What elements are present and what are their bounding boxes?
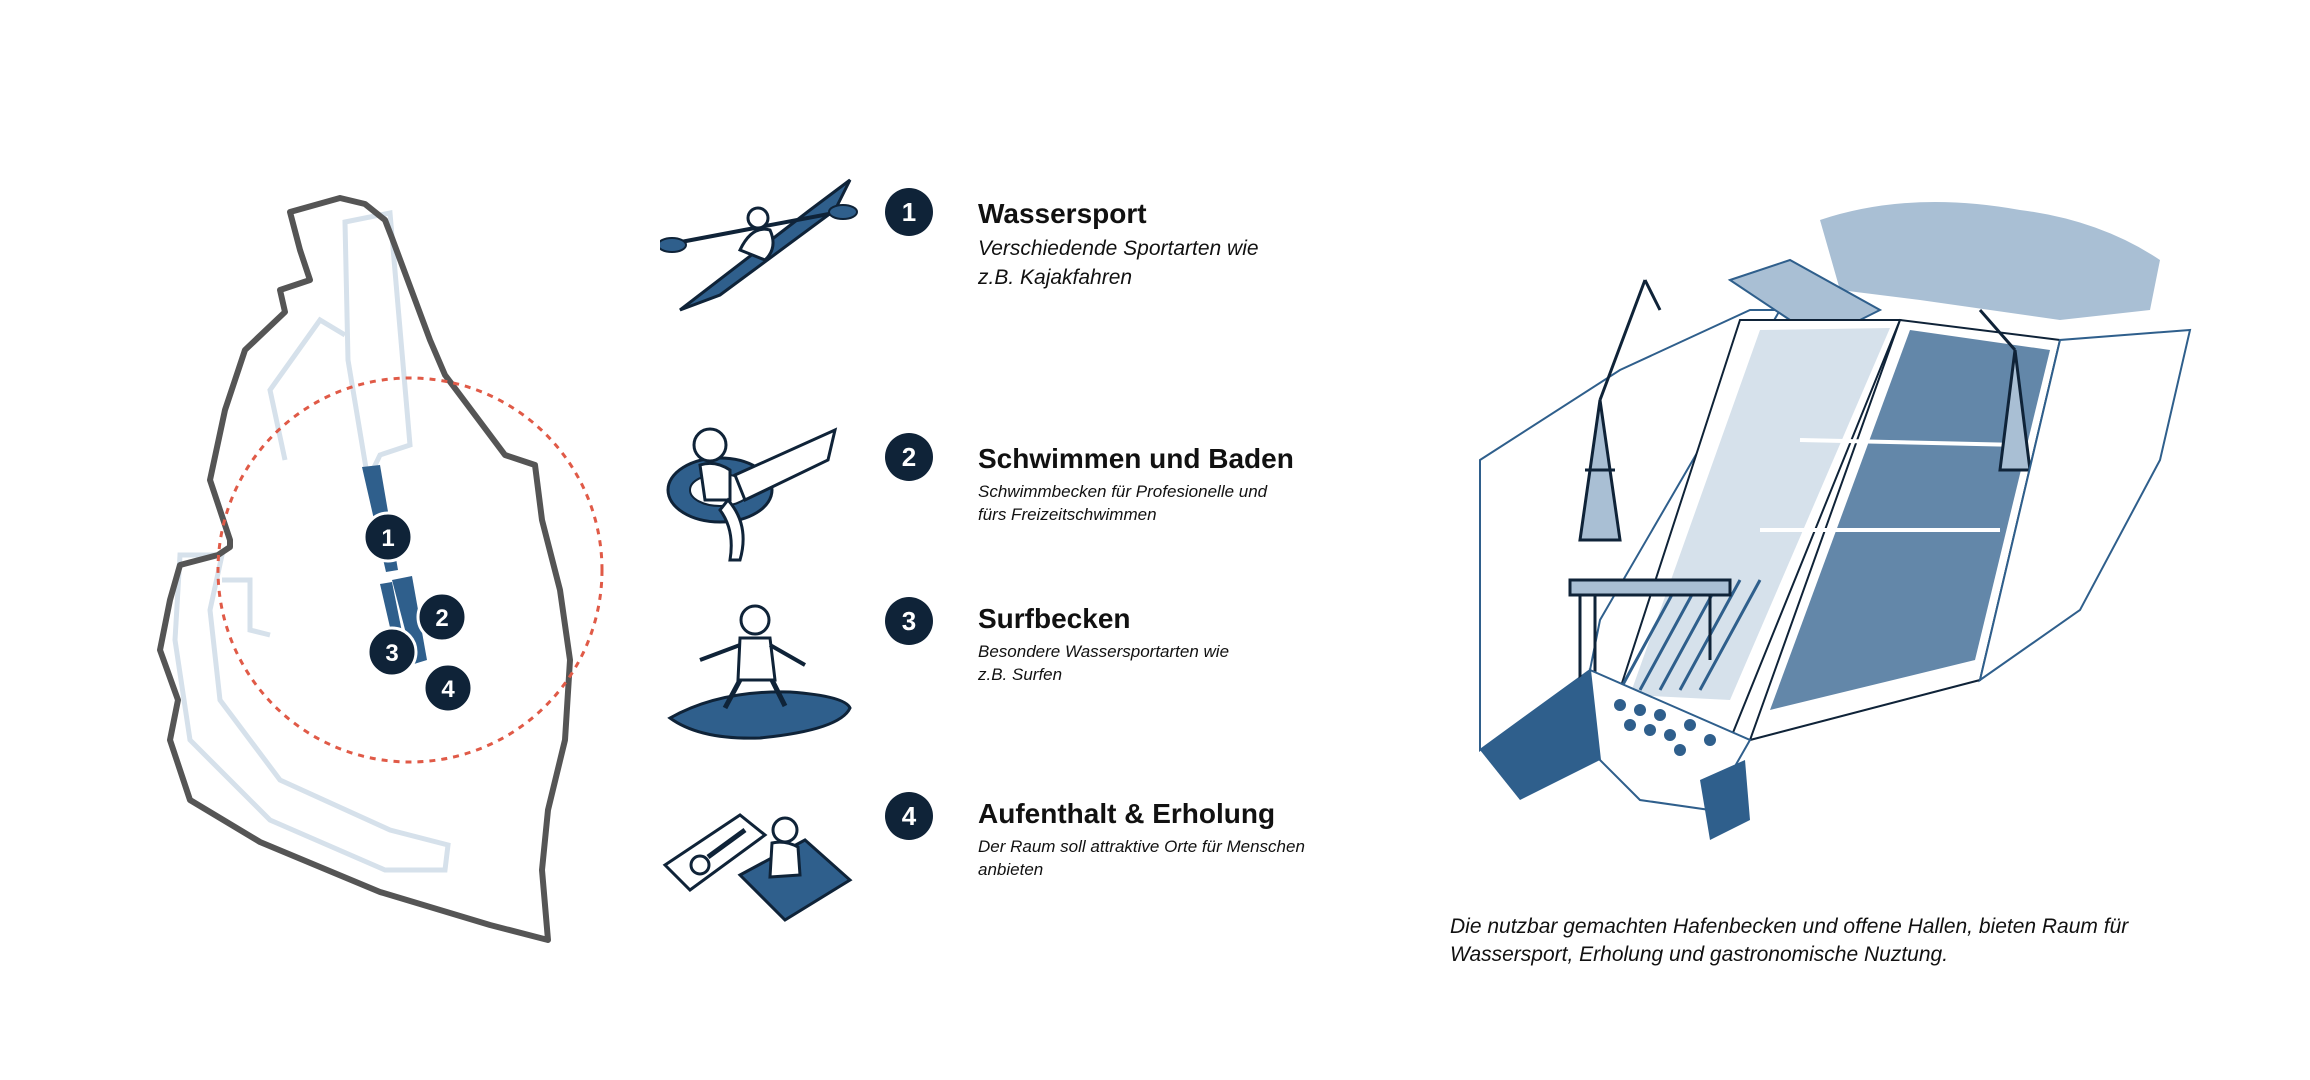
- map-marker-2: 2: [416, 591, 468, 643]
- basin-strip-2: [392, 576, 427, 664]
- legend-item-swimming: 2 Schwimmen und Baden Schwimmbecken für …: [660, 415, 1420, 585]
- harbour-drawing: [1479, 202, 2192, 840]
- right-crane: [1978, 309, 2032, 472]
- legend-title: Aufenthalt & Erholung: [978, 798, 1276, 829]
- site-boundary: [157, 195, 573, 943]
- site-map: 1 2 3 4: [130, 180, 610, 960]
- legend-title: Schwimmen und Baden: [978, 443, 1294, 474]
- relaxing-people-icon: [660, 795, 860, 945]
- basin-right: [1770, 330, 2050, 710]
- stairs-section: [1700, 760, 1750, 840]
- legend-item-recreation: 4 Aufenthalt & Erholung Der Raum soll at…: [660, 792, 1420, 965]
- swimmer-icon: [660, 415, 860, 565]
- legend-item-water-sports: 1 Wassersport Verschiedende Sportarten w…: [657, 170, 1420, 340]
- harbour-axonometric-illustration: [1460, 200, 2220, 880]
- site-plan-drawing: 1 2 3 4: [157, 195, 604, 943]
- foreground-section: [1480, 670, 1600, 800]
- legend-description: Schwimmbecken für Profesionelle und fürs…: [978, 482, 1268, 524]
- legend-number-badge: 1: [885, 188, 933, 236]
- harbour-crane: [1578, 279, 1662, 542]
- bridge-crane: [1568, 578, 1732, 680]
- focus-area-circle: [216, 376, 604, 764]
- legend-number-badge: 3: [885, 597, 933, 645]
- svg-text:2: 2: [435, 605, 448, 632]
- legend-description: Besondere Wassersportarten wie z.B. Surf…: [978, 642, 1230, 684]
- legend-title: Surfbecken: [978, 603, 1131, 634]
- harbour-water: [1820, 202, 2160, 320]
- inner-building-outline: [342, 210, 413, 489]
- activity-legend: 1 Wassersport Verschiedende Sportarten w…: [657, 170, 1420, 950]
- inner-quay-outline: [267, 316, 347, 461]
- legend-number-badge: 2: [885, 433, 933, 481]
- kayak-icon: [657, 170, 860, 320]
- svg-text:4: 4: [441, 676, 455, 703]
- basin-strip-3: [380, 582, 402, 636]
- map-marker-3: 3: [366, 626, 418, 678]
- surfer-icon: [660, 600, 860, 750]
- svg-text:1: 1: [381, 525, 394, 552]
- legend-title: Wassersport: [978, 198, 1147, 229]
- legend-item-surf-pool: 3 Surfbecken Besondere Wassersportarten …: [660, 597, 1420, 770]
- basin-left: [1630, 328, 1890, 700]
- svg-text:3: 3: [385, 640, 398, 667]
- plaza-trees: [1614, 699, 1716, 756]
- inner-harbour-step: [222, 577, 271, 638]
- legend-number-badge: 4: [885, 792, 933, 840]
- map-marker-4: 4: [422, 662, 474, 714]
- legend-description: Verschiedende Sportarten wie z.B. Kajakf…: [978, 237, 1259, 289]
- right-ground: [1978, 328, 2192, 683]
- illustration-caption: Die nutzbar gemachten Hafenbecken und of…: [1450, 915, 2129, 966]
- legend-description: Der Raum soll attraktive Orte für Mensch…: [978, 837, 1305, 879]
- inner-harbour-outline: [172, 552, 451, 873]
- map-marker-1: 1: [362, 511, 414, 563]
